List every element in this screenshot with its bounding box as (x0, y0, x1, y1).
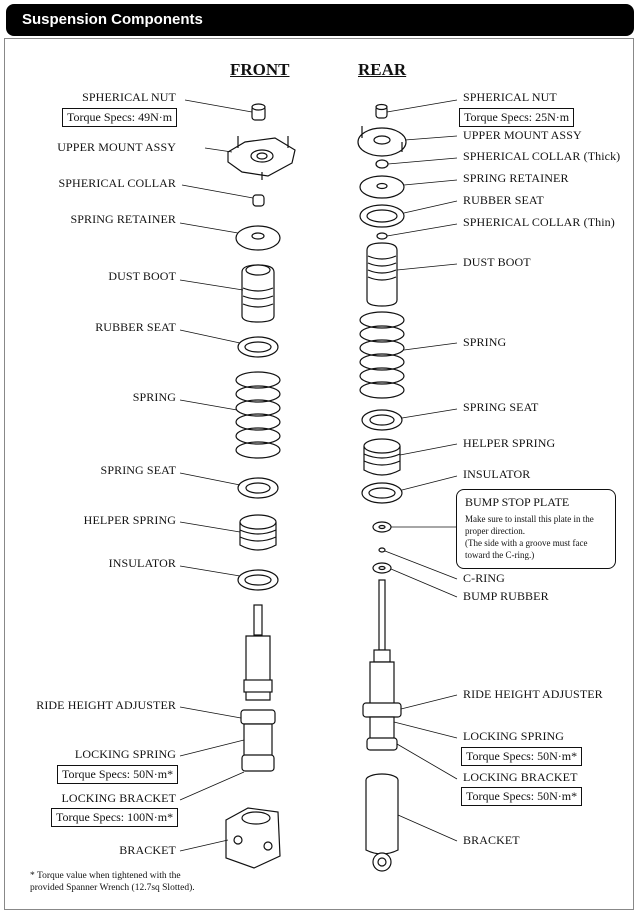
bump-stop-note-box: BUMP STOP PLATE Make sure to install thi… (456, 489, 616, 569)
rear-bracket-part (365, 773, 399, 872)
rear-column-title: REAR (358, 60, 407, 79)
rear-dust-boot-label: DUST BOOT (463, 255, 531, 269)
front-locking-spring-torque: Torque Specs: 50N·m* (57, 765, 179, 784)
front-spherical-nut-part (251, 103, 266, 121)
rear-dust-boot-part (366, 242, 398, 307)
rear-rubber-seat-part (359, 204, 405, 228)
front-spherical-nut-label: SPHERICAL NUT (82, 90, 176, 104)
rear-upper-mount-label: UPPER MOUNT ASSY (463, 128, 582, 142)
rear-insulator-part (361, 482, 403, 504)
rear-c-ring-part (378, 547, 386, 553)
front-insulator-part (237, 569, 279, 591)
front-locking-bracket-label: LOCKING BRACKET (61, 791, 176, 805)
rear-bump-rubber-part (372, 562, 392, 574)
rear-rubber-seat-label: RUBBER SEAT (463, 193, 544, 207)
rear-shock-body-part (362, 579, 402, 751)
front-spherical-collar-label: SPHERICAL COLLAR (58, 176, 176, 190)
rear-spherical-nut-part (375, 103, 388, 119)
rear-spring-retainer-label: SPRING RETAINER (463, 171, 569, 185)
rear-helper-spring-label: HELPER SPRING (463, 436, 556, 450)
front-spherical-collar-part (252, 194, 265, 207)
front-spring-retainer-label: SPRING RETAINER (70, 212, 176, 226)
rear-spring-retainer-part (359, 175, 405, 199)
torque-footnote: * Torque value when tightened with the p… (30, 871, 195, 893)
rear-locking-bracket-torque: Torque Specs: 50N·m* (461, 787, 583, 806)
front-column-title: FRONT (230, 60, 290, 79)
rear-upper-mount-part (357, 126, 407, 157)
rear-spherical-collar-thin-label: SPHERICAL COLLAR (Thin) (463, 215, 615, 229)
rear-spring-label: SPRING (463, 335, 507, 349)
rear-spring-seat-part (361, 409, 403, 431)
front-rubber-seat-label: RUBBER SEAT (95, 320, 176, 334)
rear-bump-rubber-label: BUMP RUBBER (463, 589, 549, 603)
front-dust-boot-label: DUST BOOT (108, 269, 176, 283)
front-helper-spring-part (239, 514, 277, 551)
rear-spherical-collar-thin-part (376, 232, 388, 240)
rear-bump-stop-plate-label: BUMP STOP PLATE (465, 495, 570, 509)
leader-lines (179, 99, 458, 852)
front-ride-height-adjuster-label: RIDE HEIGHT ADJUSTER (36, 698, 176, 712)
rear-c-ring-label: C-RING (463, 571, 505, 585)
rear-locking-bracket-label: LOCKING BRACKET (463, 770, 578, 784)
rear-ride-height-adjuster-label: RIDE HEIGHT ADJUSTER (463, 687, 603, 701)
front-spring-part (235, 371, 281, 459)
front-helper-spring-label: HELPER SPRING (83, 513, 176, 527)
front-bracket-part (225, 807, 281, 869)
rear-spherical-collar-thick-part (375, 159, 389, 169)
rear-bracket-label: BRACKET (463, 833, 520, 847)
front-spring-seat-part (237, 477, 279, 499)
front-locking-spring-label: LOCKING SPRING (74, 747, 176, 761)
rear-spherical-nut-torque: Torque Specs: 25N·m (459, 108, 575, 127)
bump-stop-note: Make sure to install this plate in the p… (465, 514, 594, 560)
front-dust-boot-part (241, 264, 275, 323)
front-bracket-label: BRACKET (119, 843, 176, 857)
rear-spring-seat-label: SPRING SEAT (463, 400, 539, 414)
section-header: Suspension Components (6, 4, 634, 36)
front-rubber-seat-part (237, 336, 279, 358)
rear-bump-stop-plate-part (372, 521, 392, 533)
front-upper-mount-part (227, 136, 296, 180)
front-spring-retainer-part (235, 225, 281, 251)
rear-spring-part (359, 311, 405, 399)
rear-helper-spring-part (363, 438, 401, 476)
front-spring-label: SPRING (132, 390, 176, 404)
diagram-frame (4, 38, 634, 910)
section-title: Suspension Components (22, 11, 203, 28)
front-shock-body-part (240, 604, 276, 772)
front-locking-bracket-torque: Torque Specs: 100N·m* (51, 808, 179, 827)
rear-locking-spring-label: LOCKING SPRING (463, 729, 565, 743)
rear-insulator-label: INSULATOR (463, 467, 531, 481)
front-insulator-label: INSULATOR (108, 556, 176, 570)
front-spring-seat-label: SPRING SEAT (100, 463, 176, 477)
rear-spherical-nut-label: SPHERICAL NUT (463, 90, 557, 104)
rear-locking-spring-torque: Torque Specs: 50N·m* (461, 747, 583, 766)
front-upper-mount-label: UPPER MOUNT ASSY (57, 140, 176, 154)
rear-spherical-collar-thick-label: SPHERICAL COLLAR (Thick) (463, 149, 621, 163)
front-spherical-nut-torque: Torque Specs: 49N·m (62, 108, 178, 127)
